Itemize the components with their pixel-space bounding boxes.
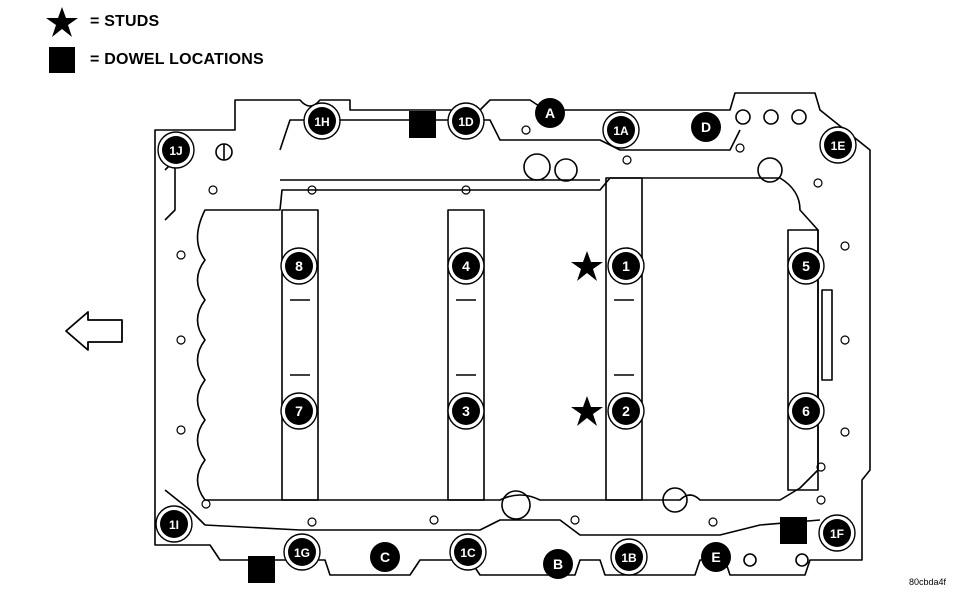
bolt-b: B	[543, 549, 573, 579]
bolt-1e: 1E	[819, 126, 857, 164]
bolt-label: C	[380, 549, 390, 565]
bolt-label: 1B	[621, 551, 637, 565]
bolt-1g: 1G	[283, 533, 321, 571]
bolt-d: D	[691, 112, 721, 142]
filled-square-icon	[44, 44, 80, 76]
bolt-a: A	[535, 98, 565, 128]
bolt-label: 6	[802, 403, 810, 419]
bolt-label: D	[701, 119, 711, 135]
bolt-c: C	[370, 542, 400, 572]
bolt-label: A	[545, 105, 555, 121]
dowel-square-icon	[248, 556, 275, 583]
bolt-label: 1D	[458, 115, 474, 129]
bolt-3: 3	[447, 392, 485, 430]
bolt-7: 7	[280, 392, 318, 430]
stud-star-icon	[571, 396, 603, 426]
bolt-4: 4	[447, 247, 485, 285]
legend-dowels-label: = DOWEL LOCATIONS	[90, 51, 264, 68]
small-holes	[176, 125, 850, 527]
bolt-1c: 1C	[449, 533, 487, 571]
bolt-1a: 1A	[602, 111, 640, 149]
bolt-1f: 1F	[818, 514, 856, 552]
bolt-5: 5	[787, 247, 825, 285]
bolt-1d: 1D	[447, 102, 485, 140]
bolt-1h: 1H	[303, 102, 341, 140]
bolt-e: E	[701, 542, 731, 572]
bolt-8: 8	[280, 247, 318, 285]
bolt-label: 2	[622, 403, 630, 419]
bolt-1: 1	[607, 247, 645, 285]
bolt-label: 1G	[294, 546, 310, 560]
stud-star-icon	[571, 251, 603, 281]
bedplate-outline	[154, 92, 871, 576]
bolt-1b: 1B	[610, 538, 648, 576]
bolt-label: 3	[462, 403, 470, 419]
dowel-square-icon	[780, 517, 807, 544]
bolt-label: 1	[622, 258, 630, 274]
legend-studs-label: = STUDS	[90, 13, 160, 30]
dowel-square-icon	[409, 111, 436, 138]
bolt-label: 1A	[613, 124, 629, 138]
bolt-label: 1J	[169, 144, 182, 158]
bolt-label: E	[711, 549, 720, 565]
bolt-label: 1E	[831, 139, 846, 153]
legend-studs: = STUDS	[44, 6, 159, 38]
bolt-2: 2	[607, 392, 645, 430]
bolt-label: 1F	[830, 527, 844, 541]
bolt-label: 1H	[314, 115, 329, 129]
bolt-label: 8	[295, 258, 303, 274]
bolt-label: B	[553, 556, 563, 572]
bolt-6: 6	[787, 392, 825, 430]
legend-dowels: = DOWEL LOCATIONS	[44, 44, 264, 76]
star-icon	[44, 6, 80, 38]
bolt-1j: 1J	[157, 131, 195, 169]
inner-opening	[196, 177, 819, 501]
bolt-label: 4	[462, 258, 470, 274]
bolt-label: 5	[802, 258, 810, 274]
figure-id: 80cbda4f	[908, 577, 946, 587]
bolt-markers: 1 2 3 4 5 6 7 8 1A 1B 1C 1D 1E 1F 1G 1H 1I 1J A B C D E	[155, 98, 857, 579]
bolt-1i: 1I	[155, 505, 193, 543]
direction-arrow-icon	[65, 311, 123, 351]
bolt-label: 7	[295, 403, 303, 419]
bolt-label: 1C	[460, 546, 476, 560]
bolt-label: 1I	[169, 518, 179, 532]
